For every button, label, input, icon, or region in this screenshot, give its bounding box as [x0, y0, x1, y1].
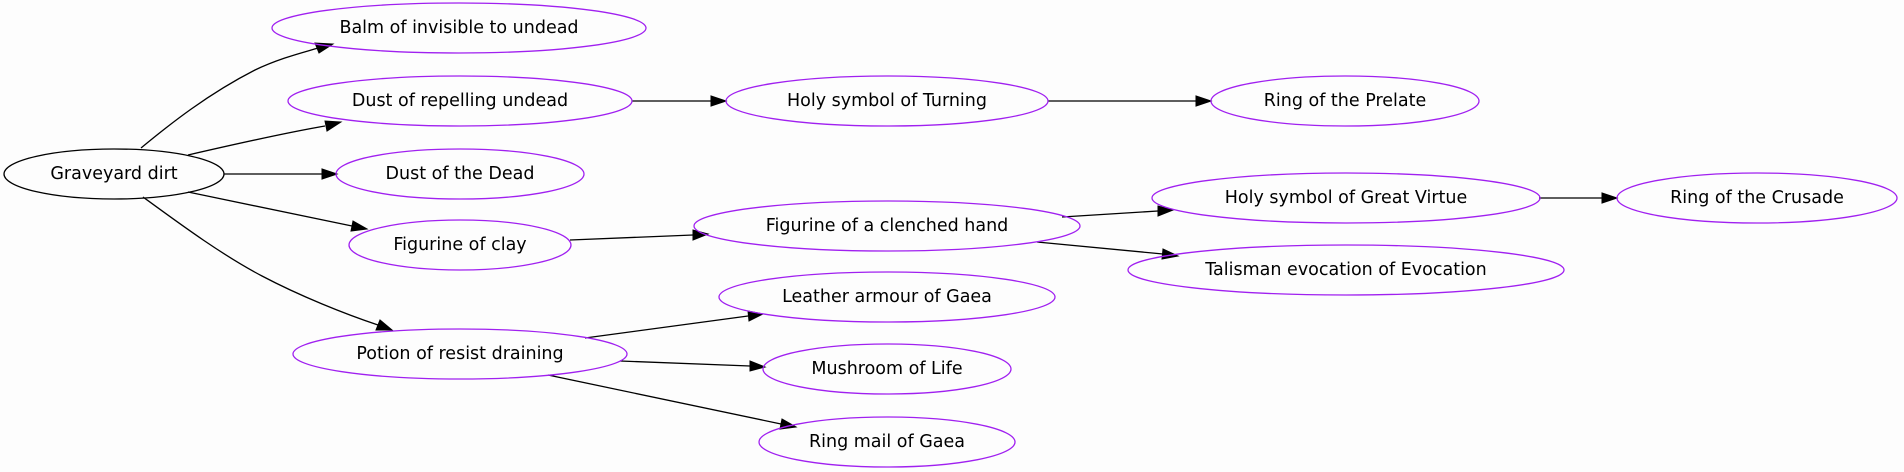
- edge-graveyard-dirt-to-dust-of-the-dead: [224, 168, 339, 180]
- node-shape: [1210, 75, 1480, 127]
- edge-figurine-of-clay-to-figurine-of-a-clenched-hand: [569, 229, 710, 241]
- node-label: Leather armour of Gaea: [782, 287, 992, 307]
- node-shape: [1151, 172, 1541, 224]
- edge-holy-symbol-of-great-virtue-to-ring-of-the-crusade: [1539, 192, 1619, 204]
- node-label: Ring mail of Gaea: [809, 432, 965, 452]
- node-shape: [287, 75, 633, 127]
- node-label: Balm of invisible to undead: [339, 18, 578, 38]
- node-dust-of-repelling-undead[interactable]: Dust of repelling undead: [287, 75, 633, 127]
- node-shape: [693, 200, 1081, 252]
- node-figurine-of-a-clenched-hand[interactable]: Figurine of a clenched hand: [693, 200, 1081, 252]
- edge-figurine-of-a-clenched-hand-to-talisman-evocation: [1036, 241, 1180, 260]
- node-figurine-of-clay[interactable]: Figurine of clay: [348, 219, 572, 271]
- node-label: Graveyard dirt: [50, 164, 177, 184]
- node-shape: [271, 2, 647, 54]
- node-label: Figurine of a clenched hand: [766, 216, 1009, 236]
- node-label: Ring of the Crusade: [1670, 188, 1844, 208]
- node-ring-of-the-crusade[interactable]: Ring of the Crusade: [1616, 172, 1898, 224]
- node-leather-armour-of-gaea[interactable]: Leather armour of Gaea: [718, 271, 1056, 323]
- node-dust-of-the-dead[interactable]: Dust of the Dead: [335, 148, 585, 200]
- node-shape: [3, 148, 225, 200]
- node-mushroom-of-life[interactable]: Mushroom of Life: [762, 343, 1012, 395]
- node-shape: [348, 219, 572, 271]
- node-potion-of-resist-draining[interactable]: Potion of resist draining: [292, 328, 628, 380]
- node-label: Dust of repelling undead: [352, 91, 568, 111]
- edge-potion-of-resist-draining-to-ring-mail-of-gaea: [547, 374, 798, 430]
- node-holy-symbol-of-great-virtue[interactable]: Holy symbol of Great Virtue: [1151, 172, 1541, 224]
- node-talisman-evocation-of-evocation[interactable]: Talisman evocation of Evocation: [1127, 244, 1565, 296]
- node-shape: [1127, 244, 1565, 296]
- node-label: Talisman evocation of Evocation: [1204, 260, 1486, 280]
- node-ring-of-the-prelate[interactable]: Ring of the Prelate: [1210, 75, 1480, 127]
- edge-dust-of-repelling-undead-to-holy-symbol-of-turning: [632, 95, 728, 107]
- node-label: Potion of resist draining: [356, 344, 563, 364]
- edge-graveyard-dirt-to-balm: [140, 42, 335, 149]
- node-label: Ring of the Prelate: [1264, 91, 1427, 111]
- nodes: Graveyard dirt Balm of invisible to unde…: [3, 2, 1898, 468]
- node-label: Figurine of clay: [393, 235, 526, 255]
- node-shape: [292, 328, 628, 380]
- edge-potion-of-resist-draining-to-leather-armour-of-gaea: [584, 310, 765, 339]
- node-shape: [725, 75, 1049, 127]
- node-graveyard-dirt[interactable]: Graveyard dirt: [3, 148, 225, 200]
- edges: [140, 42, 1619, 430]
- node-label: Dust of the Dead: [386, 164, 535, 184]
- edge-graveyard-dirt-to-dust-of-repelling-undead: [187, 120, 343, 156]
- node-ring-mail-of-gaea[interactable]: Ring mail of Gaea: [758, 416, 1016, 468]
- node-shape: [335, 148, 585, 200]
- edge-graveyard-dirt-to-figurine-of-clay: [187, 191, 369, 232]
- node-balm-of-invisible-to-undead[interactable]: Balm of invisible to undead: [271, 2, 647, 54]
- edge-figurine-of-a-clenched-hand-to-holy-symbol-of-great-virtue: [1061, 205, 1175, 218]
- node-holy-symbol-of-turning[interactable]: Holy symbol of Turning: [725, 75, 1049, 127]
- edge-potion-of-resist-draining-to-mushroom-of-life: [619, 360, 767, 372]
- node-shape: [1616, 172, 1898, 224]
- edge-graveyard-dirt-to-potion-of-resist-draining: [142, 196, 394, 331]
- node-shape: [718, 271, 1056, 323]
- node-shape: [758, 416, 1016, 468]
- node-label: Holy symbol of Great Virtue: [1225, 188, 1468, 208]
- edge-holy-symbol-of-turning-to-ring-of-the-prelate: [1048, 95, 1213, 107]
- node-shape: [762, 343, 1012, 395]
- node-label: Mushroom of Life: [811, 359, 962, 379]
- node-label: Holy symbol of Turning: [787, 91, 987, 111]
